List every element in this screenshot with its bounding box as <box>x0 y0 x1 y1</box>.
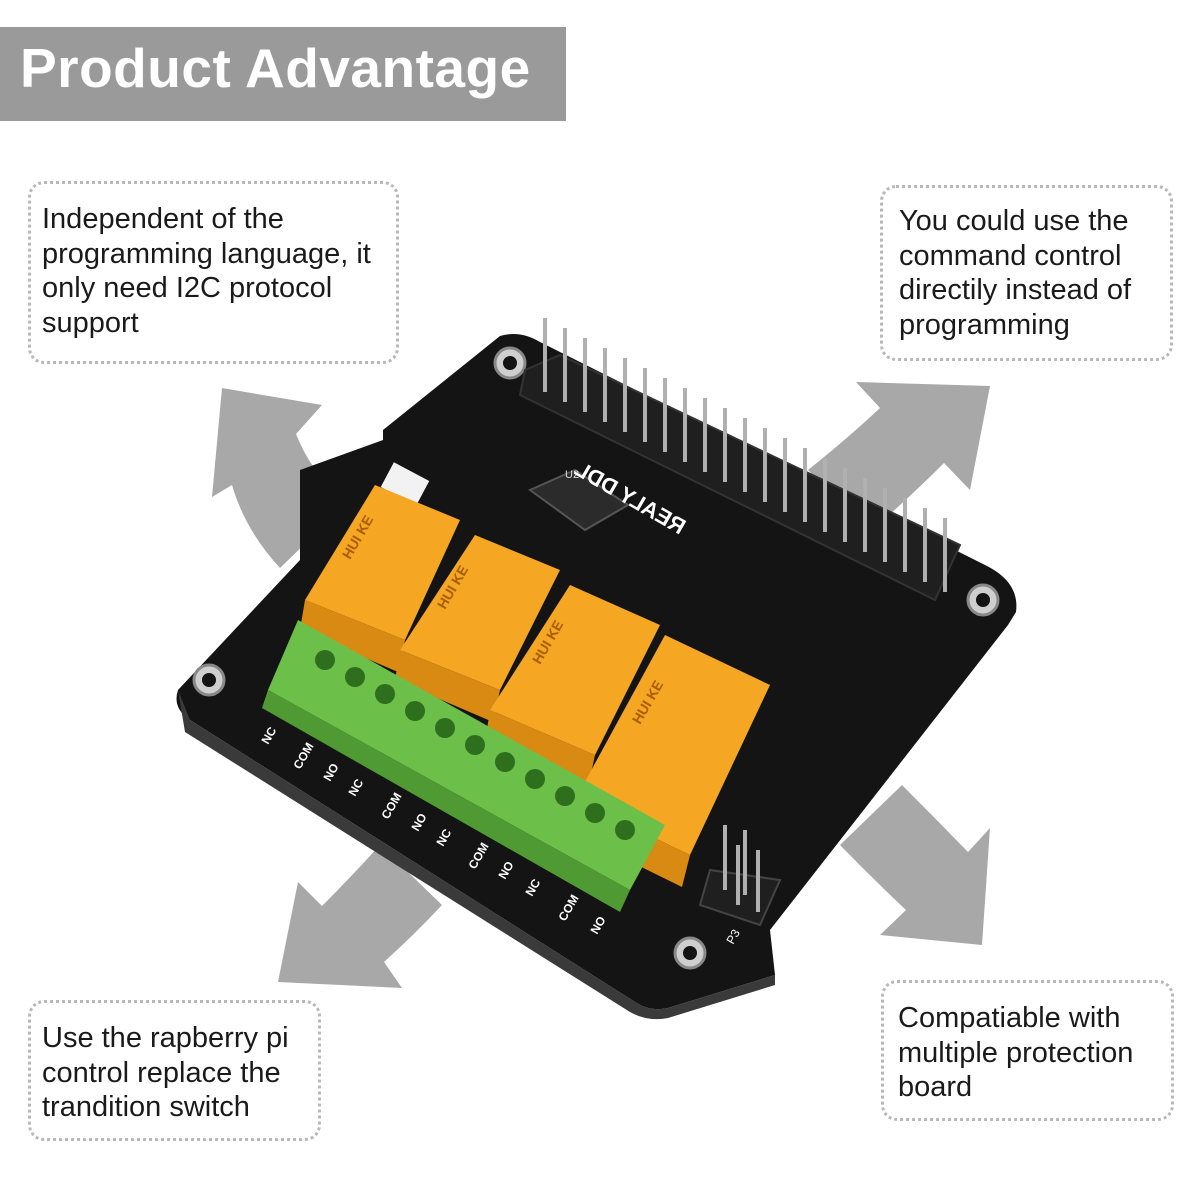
callout-top-right <box>880 185 1173 361</box>
gpio-header <box>518 353 962 602</box>
terminal-screws <box>315 650 635 840</box>
callout-top-right-text: You could use the command control direct… <box>899 205 1132 341</box>
page-title: Product Advantage <box>20 37 531 99</box>
arrow-down-right-icon <box>840 785 990 945</box>
relay-2 <box>395 535 560 722</box>
callout-bottom-right <box>881 980 1174 1121</box>
arrow-down-left-icon <box>278 845 442 988</box>
header-pins <box>543 318 947 592</box>
arrow-up-right-icon <box>808 382 990 530</box>
p3-header: P3 <box>698 825 782 947</box>
callout-bottom-left <box>28 1000 321 1141</box>
p3-label: P3 <box>723 927 743 947</box>
chip-label: U2 <box>565 469 579 481</box>
relays: HUI KE HUI KE HUI KE HUI KE <box>300 485 770 887</box>
i2c-chip <box>528 468 630 532</box>
terminal-block <box>262 620 665 912</box>
mounting-holes <box>192 346 1000 970</box>
relay-1 <box>300 485 460 672</box>
callout-top-left-text: Independent of the programming language,… <box>42 203 371 339</box>
relay-board: U2 REALY DDL HUI KE <box>176 318 1017 1020</box>
callout-bottom-right-text: Compatiable with multiple protection boa… <box>898 1002 1134 1103</box>
callout-bottom-left-text: Use the rapberry pi control replace the … <box>42 1022 289 1123</box>
dip-switch <box>380 462 430 506</box>
callout-top-left <box>28 181 399 364</box>
relay-3 <box>485 585 660 787</box>
title-banner <box>0 27 566 121</box>
